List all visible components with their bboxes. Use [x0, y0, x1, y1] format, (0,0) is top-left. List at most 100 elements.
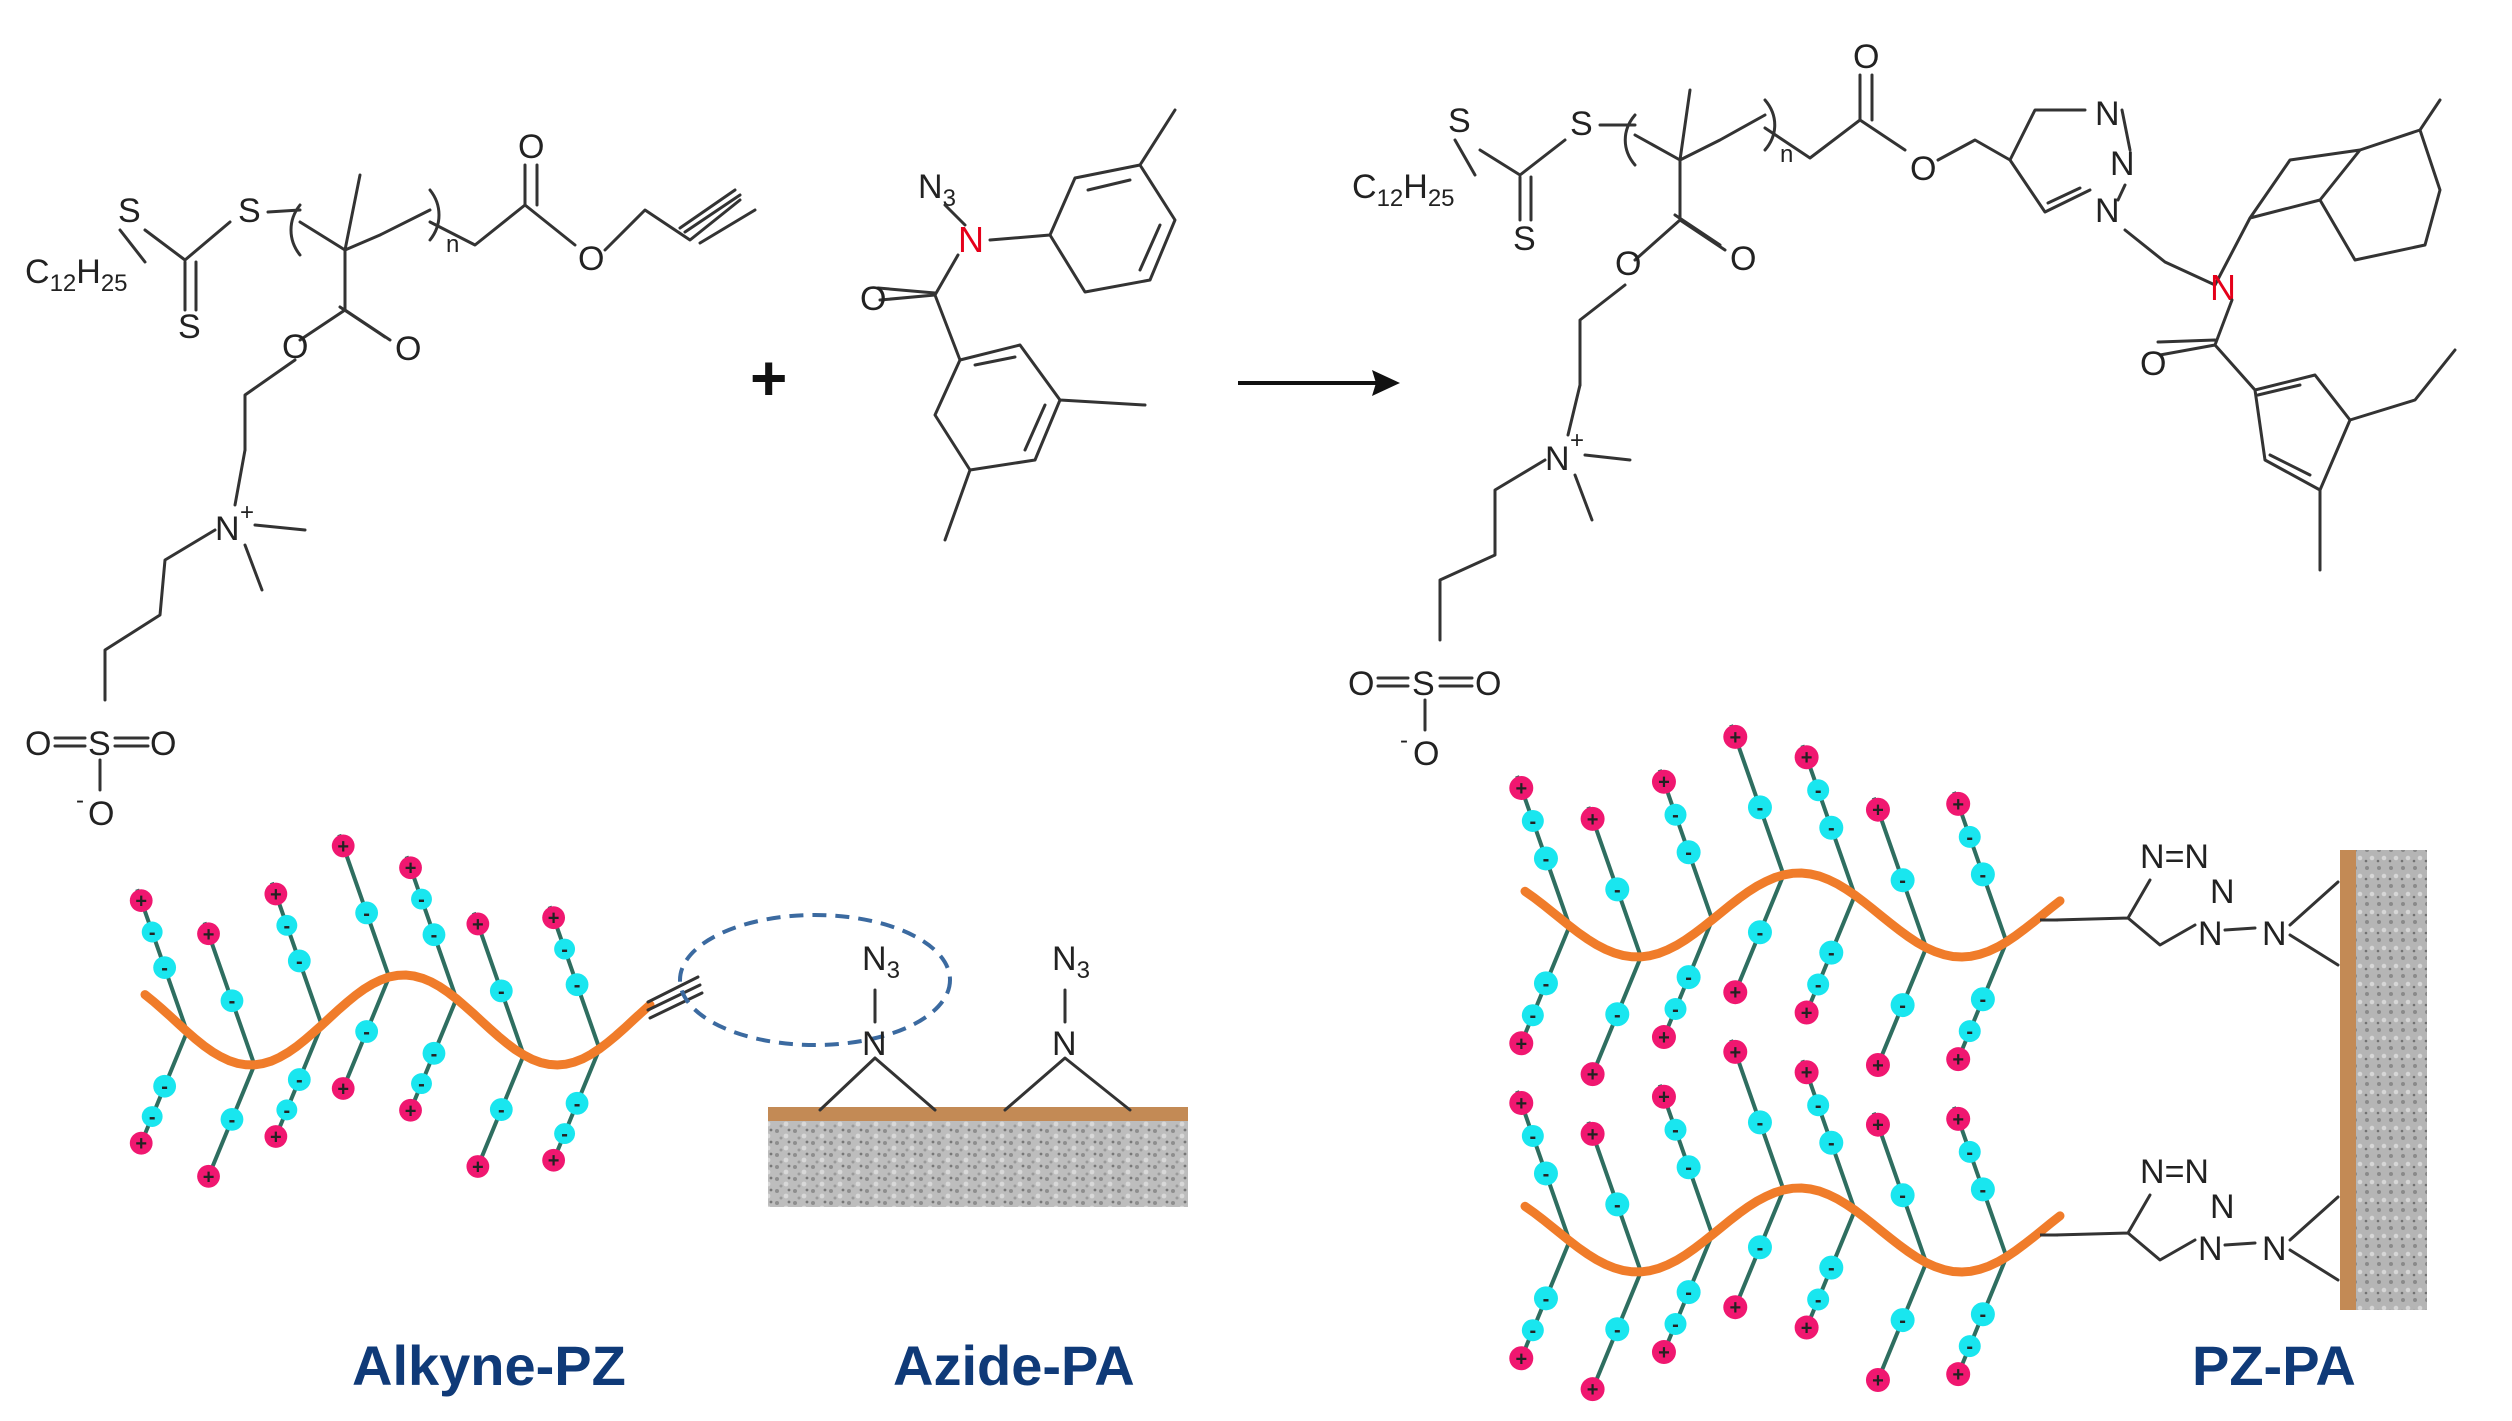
cation-bead: [1794, 745, 1819, 770]
cation-bead: [1509, 1090, 1534, 1115]
anion-bead: [1958, 825, 1981, 848]
cation-bead: [399, 856, 422, 880]
anion-bead-sign: -: [229, 1109, 236, 1131]
atom-s: S: [1448, 102, 1471, 140]
anion-bead: [422, 1041, 446, 1065]
atom-n-triazole: N: [2198, 1230, 2223, 1268]
anion-bead-sign: -: [431, 1043, 438, 1065]
anion-bead: [220, 1107, 244, 1131]
atom-o: O: [1730, 240, 1756, 278]
anion-bead: [1521, 809, 1544, 832]
cation-bead: [1865, 1052, 1890, 1077]
atom-o: O: [395, 330, 421, 368]
anion-bead-sign: -: [1966, 827, 1973, 849]
anion-bead: [1533, 1161, 1558, 1186]
anion-bead: [1807, 973, 1830, 996]
anion-bead: [1970, 862, 1995, 887]
anion-bead: [565, 1091, 589, 1115]
alkyne-end-group: [646, 975, 704, 1020]
cation-bead-sign: +: [1587, 1064, 1599, 1086]
anion-bead: [1533, 846, 1558, 871]
atom-n-plus: N: [215, 510, 240, 548]
anion-bead: [287, 949, 311, 973]
cation-bead: [542, 1148, 566, 1172]
anion-bead: [1747, 920, 1772, 945]
atom-o-minus: O: [1413, 735, 1439, 773]
anion-bead: [1890, 1183, 1915, 1208]
atom-o: O: [860, 280, 886, 318]
atom-s-thione: S: [1513, 220, 1536, 258]
azide-structure: N3 N O: [860, 108, 1177, 542]
atom-s-sulfonate: S: [88, 725, 111, 763]
anion-bead: [1605, 1002, 1630, 1027]
anion-bead: [1819, 940, 1844, 965]
anion-bead: [554, 938, 576, 960]
atom-s-sulfonate: S: [1412, 665, 1435, 703]
anion-bead: [1890, 1308, 1915, 1333]
anion-bead-sign: -: [574, 975, 581, 997]
cation-bead: [466, 912, 490, 936]
cation-bead: [264, 1125, 288, 1148]
cation-bead-sign: +: [1729, 982, 1741, 1004]
cation-bead-sign: +: [548, 1150, 560, 1172]
cation-bead: [1580, 1377, 1605, 1402]
anion-bead-sign: -: [1757, 797, 1764, 819]
anion-bead-sign: -: [1614, 1004, 1621, 1026]
cation-bead: [1580, 1121, 1605, 1146]
cation-bead-sign: +: [1587, 809, 1599, 831]
cation-bead-sign: +: [203, 1166, 215, 1188]
cation-bead-sign: +: [135, 1133, 147, 1155]
anion-bead: [1970, 1177, 1995, 1202]
cation-bead: [1946, 791, 1971, 816]
cation-bead: [129, 1131, 153, 1155]
cation-bead-sign: +: [472, 914, 484, 936]
cation-bead-sign: +: [1952, 1364, 1964, 1386]
anion-bead-sign: -: [1672, 1314, 1679, 1336]
pz-pa-brush-bottom: -+--+--+-+-+--+--+-+-+--+--+-+-+--+-: [1509, 1039, 2065, 1402]
anion-bead-sign: -: [1899, 870, 1906, 892]
anion-bead-sign: -: [431, 925, 438, 947]
atom-n-triazole: N: [2210, 873, 2235, 911]
triazole-linker-top: N=N N N N: [2053, 838, 2340, 967]
cation-bead-sign: +: [1729, 1297, 1741, 1319]
anion-bead: [141, 1106, 163, 1127]
anion-bead-sign: -: [1815, 974, 1822, 996]
anion-bead: [141, 921, 163, 943]
atom-c12h25-right: C12H25: [1352, 168, 1455, 212]
cation-bead-sign: +: [1952, 1109, 1964, 1131]
anion-bead: [287, 1068, 311, 1091]
label-pz-pa: PZ-PA: [2192, 1334, 2356, 1397]
anion-bead-sign: -: [418, 889, 425, 911]
anion-bead: [1807, 779, 1830, 802]
anion-bead: [1747, 795, 1772, 820]
label-alkyne-pz: Alkyne-PZ: [352, 1334, 626, 1397]
cation-bead: [1509, 1031, 1534, 1056]
anion-bead-sign: -: [284, 915, 291, 937]
cation-bead: [1651, 769, 1676, 794]
subscript-n: n: [1780, 141, 1793, 168]
atom-n-triazole: N: [2210, 1188, 2235, 1226]
anion-bead-sign: -: [1899, 1310, 1906, 1332]
cation-bead-sign: +: [203, 924, 215, 946]
anion-bead-sign: -: [161, 1076, 168, 1098]
pz-pa-brush-top: -+--+--+-+-+--+--+-+-+--+--+-+-+--+-: [1509, 724, 2065, 1087]
charge-plus: +: [240, 499, 254, 526]
anion-bead-sign: -: [161, 958, 168, 980]
anion-bead-sign: -: [1815, 1289, 1822, 1311]
polymer-backbone: [1520, 1183, 2065, 1277]
anion-bead: [1676, 1280, 1701, 1305]
anion-bead: [1958, 1335, 1981, 1358]
cation-bead: [1723, 1295, 1748, 1320]
anion-bead-sign: -: [1966, 1336, 1973, 1358]
cation-bead-sign: +: [1658, 772, 1670, 794]
cation-bead: [331, 834, 355, 858]
atom-o-minus: O: [88, 795, 114, 833]
anion-bead-sign: -: [1529, 1005, 1536, 1027]
anion-bead-sign: -: [1980, 1304, 1987, 1326]
anion-bead: [411, 1073, 432, 1095]
anion-bead: [1533, 1286, 1558, 1311]
anion-bead-sign: -: [1757, 1112, 1764, 1134]
atom-o: O: [578, 240, 604, 278]
cation-bead: [1946, 1362, 1971, 1387]
